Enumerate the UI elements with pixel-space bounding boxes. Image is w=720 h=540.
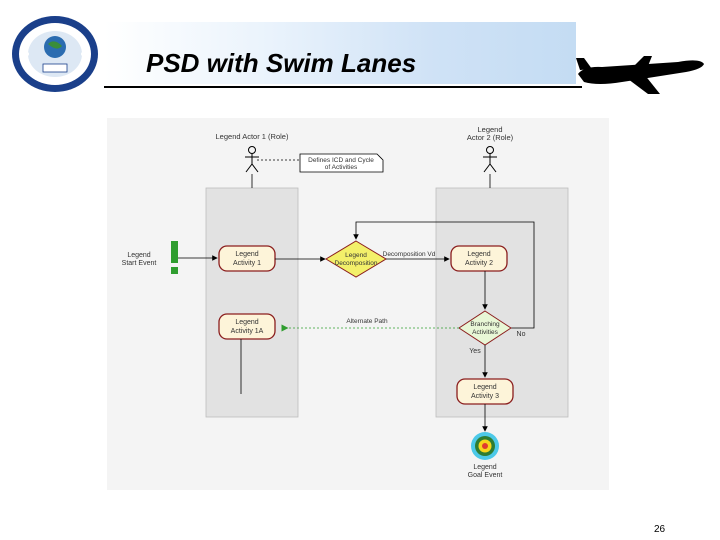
goal-event-marker — [471, 432, 499, 460]
flow-no-loop-back — [353, 221, 535, 329]
note-box — [299, 153, 384, 173]
activity-2 — [450, 245, 508, 272]
start-event-label-line1: Legend — [127, 252, 150, 259]
decision-line2: Decomposition — [335, 260, 378, 267]
actor-2-label-line2: Actor 2 (Role) — [467, 133, 514, 142]
activity-3-line1: Legend — [473, 384, 496, 391]
faa-seal-logo — [12, 16, 98, 92]
activity-1a-line2: Activity 1A — [231, 328, 264, 335]
activity-1 — [218, 245, 276, 272]
page-number: 26 — [654, 524, 666, 535]
decomposition-decision — [325, 240, 387, 278]
goal-event-label-line2: Goal Event — [468, 472, 503, 479]
goal-event-label-line1: Legend — [473, 464, 496, 471]
activity-3 — [456, 378, 514, 405]
actor-2-figure — [483, 146, 497, 173]
activity-1-line2: Activity 1 — [233, 260, 261, 267]
note-text-line2: of Activities — [325, 164, 358, 171]
actor-1-figure — [245, 146, 259, 173]
alternate-path-label: Alternate Path — [346, 318, 388, 325]
branch-line1: Branching — [470, 321, 500, 328]
activity-1a — [218, 313, 276, 340]
branch-line2: Activities — [472, 329, 498, 336]
title-banner — [104, 22, 576, 84]
decision-line1: Legend — [345, 252, 367, 259]
activity-1a-line1: Legend — [235, 319, 258, 326]
activity-2-line2: Activity 2 — [465, 260, 493, 267]
branch-yes-label: Yes — [469, 348, 481, 355]
start-event-marker — [171, 241, 178, 274]
process-diagram: Legend Actor 1 (Role) Legend Actor 2 (Ro… — [122, 125, 569, 479]
actor-2-label-line1: Legend — [477, 125, 502, 134]
activity-1-line1: Legend — [235, 251, 258, 258]
swim-lane-actor-1 — [205, 187, 299, 418]
title-underline — [104, 86, 582, 88]
branch-no-label: No — [517, 331, 526, 338]
actor-1-label: Legend Actor 1 (Role) — [216, 132, 289, 141]
activity-3-line2: Activity 3 — [471, 393, 499, 400]
airplane-icon — [576, 56, 704, 94]
decomposition-flow-label: Decomposition Vd — [383, 251, 436, 258]
note-text-line1: Defines ICD and Cycle — [308, 157, 374, 164]
slide-title: PSD with Swim Lanes — [146, 48, 417, 78]
activity-2-line1: Legend — [467, 251, 490, 258]
start-event-label-line2: Start Event — [122, 260, 157, 267]
